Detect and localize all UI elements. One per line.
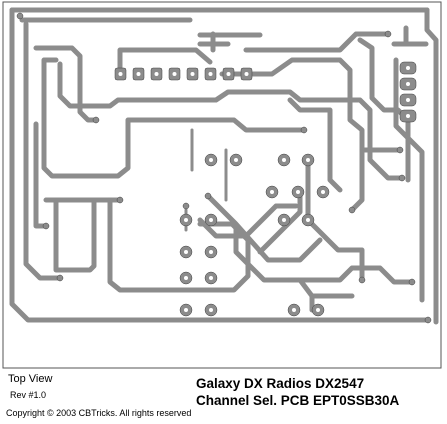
pad-hole bbox=[184, 218, 188, 222]
pin-hole bbox=[226, 72, 231, 76]
pad-hole bbox=[306, 158, 310, 162]
trace-inner-box bbox=[287, 97, 343, 193]
pcb-trace-layout bbox=[2, 1, 442, 369]
trace-long-left bbox=[33, 45, 99, 123]
trace-connector-right bbox=[391, 25, 429, 47]
view-label: Top View bbox=[8, 373, 53, 385]
via bbox=[358, 276, 366, 284]
pad-hole bbox=[184, 250, 188, 254]
pad-hole bbox=[316, 308, 320, 312]
pin-hole bbox=[136, 72, 141, 76]
via bbox=[424, 316, 432, 324]
pad-hole bbox=[209, 250, 213, 254]
pad-hole bbox=[306, 218, 310, 222]
pin-hole bbox=[406, 98, 410, 102]
trace-upper-left bbox=[23, 21, 63, 281]
via bbox=[348, 206, 356, 214]
via bbox=[398, 174, 406, 182]
trace-ridge bbox=[297, 277, 355, 313]
trace-left-bend bbox=[41, 57, 307, 179]
pad-hole bbox=[209, 308, 213, 312]
trace-right-drop bbox=[393, 57, 425, 303]
trace-right-border bbox=[424, 7, 439, 325]
trace-thin-links bbox=[184, 128, 228, 232]
vias bbox=[16, 12, 432, 324]
pad-hole bbox=[209, 158, 213, 162]
via bbox=[42, 222, 50, 230]
via bbox=[408, 278, 416, 286]
round-pads bbox=[179, 153, 330, 317]
pad-hole bbox=[209, 276, 213, 280]
board-frame bbox=[2, 1, 442, 369]
pad-hole bbox=[184, 308, 188, 312]
pad-hole bbox=[209, 218, 213, 222]
pad-hole bbox=[296, 190, 300, 194]
pin-hole bbox=[406, 82, 410, 86]
copyright-notice: Copyright © 2003 CBTricks. All rights re… bbox=[6, 408, 192, 418]
trace-left-border bbox=[9, 7, 431, 323]
pin-hole bbox=[190, 72, 195, 76]
header-pin-row bbox=[114, 67, 253, 81]
pad-hole bbox=[234, 158, 238, 162]
revision-label: Rev #1.0 bbox=[10, 390, 47, 400]
pin-hole bbox=[172, 72, 177, 76]
pad-hole bbox=[321, 190, 325, 194]
pad-hole bbox=[282, 218, 286, 222]
trace-header-right bbox=[219, 57, 365, 213]
pin-hole bbox=[244, 72, 249, 76]
pin-hole bbox=[406, 114, 410, 118]
board-title-line-1: Galaxy DX Radios DX2547 bbox=[196, 376, 365, 391]
via bbox=[182, 202, 190, 210]
trace-connector-top bbox=[197, 31, 391, 53]
via bbox=[384, 30, 392, 38]
pin-hole bbox=[154, 72, 159, 76]
pad-hole bbox=[282, 158, 286, 162]
via bbox=[116, 196, 124, 204]
via bbox=[204, 192, 212, 200]
via bbox=[92, 116, 100, 124]
board-title-line-2: Channel Sel. PCB EPT0SSB30A bbox=[196, 393, 400, 408]
trace-right-lower bbox=[287, 265, 415, 285]
pad-hole bbox=[270, 190, 274, 194]
right-connector bbox=[399, 61, 417, 123]
via bbox=[300, 126, 308, 134]
via bbox=[396, 146, 404, 154]
pad-hole bbox=[184, 276, 188, 280]
pin-hole bbox=[208, 72, 213, 76]
pad-hole bbox=[292, 308, 296, 312]
via bbox=[16, 12, 24, 20]
via bbox=[56, 274, 64, 282]
pin-hole bbox=[406, 66, 410, 70]
pin-hole bbox=[118, 72, 123, 76]
trace-right-middle bbox=[305, 147, 403, 283]
